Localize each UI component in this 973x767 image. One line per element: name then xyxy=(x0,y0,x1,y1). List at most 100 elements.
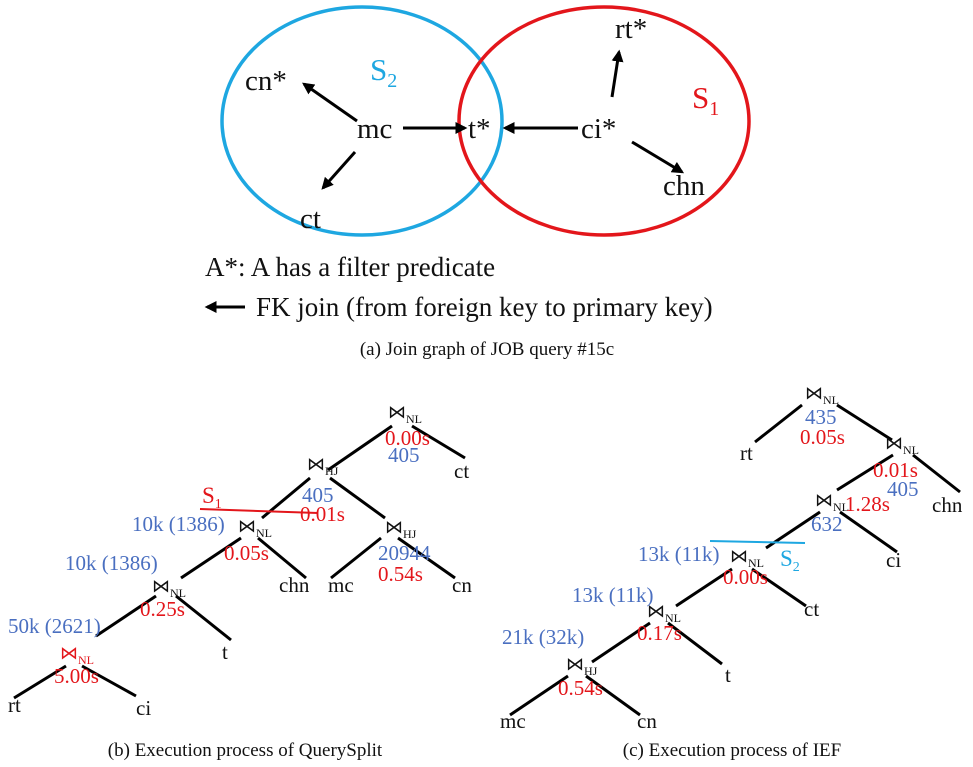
leaf-mc: mc xyxy=(328,573,354,597)
leaf-cn: cn xyxy=(637,709,657,733)
root-time: 0.00s xyxy=(385,426,430,450)
edge xyxy=(81,664,137,698)
s2-split-label: S2 xyxy=(780,546,800,575)
root-card: 435 xyxy=(805,405,837,429)
n3-time: 1.28s xyxy=(845,492,890,516)
n2-time: 0.01s xyxy=(873,458,918,482)
s1-split-label: S1 xyxy=(202,483,222,512)
leaf-ct: ct xyxy=(804,597,819,621)
hj-top-card: 405 xyxy=(302,483,334,507)
root-card: 405 xyxy=(388,443,420,467)
edge-ci-rt xyxy=(610,49,624,98)
edge-mc-ct xyxy=(321,151,357,190)
nl-mid-card: 10k (1386) xyxy=(132,512,225,536)
edge-mc-cn xyxy=(302,82,358,123)
nl-bottom-card: 50k (2621) xyxy=(8,614,101,638)
edge xyxy=(675,567,733,608)
edge xyxy=(751,567,807,608)
join-graph: cn* mc ct t* ci* rt* chn S2 S1 A*: A has… xyxy=(204,5,751,360)
n6-card: 21k (32k) xyxy=(502,625,584,649)
node-t: t* xyxy=(468,113,491,145)
s1-label: S1 xyxy=(692,80,719,120)
n4-time: 0.00s xyxy=(723,565,768,589)
n5-time: 0.17s xyxy=(637,621,682,645)
hj-right-time: 0.54s xyxy=(378,562,423,586)
s2-split-line xyxy=(709,540,806,544)
edge xyxy=(509,674,569,717)
caption-b: (b) Execution process of QuerySplit xyxy=(108,740,383,761)
join-op-n3: ⋈NL xyxy=(815,490,849,514)
n2-card: 405 xyxy=(887,477,919,501)
leaf-ct: ct xyxy=(454,459,469,483)
join-op-hj-top: ⋈HJ xyxy=(307,454,339,478)
edge xyxy=(836,403,893,442)
join-op-nl-bottom: ⋈NL xyxy=(60,643,94,667)
join-op-n4: ⋈NL xyxy=(730,546,764,570)
legend-fk: FK join (from foreign key to primary key… xyxy=(256,292,713,322)
edge xyxy=(754,403,803,444)
leaf-ci: ci xyxy=(886,548,901,572)
join-op-nl-mid: ⋈NL xyxy=(238,516,272,540)
edge xyxy=(175,594,232,642)
edge xyxy=(836,453,894,492)
edge-ci-chn xyxy=(631,140,685,174)
leaf-rt: rt xyxy=(8,693,21,717)
node-chn: chn xyxy=(663,170,705,202)
s1-split-line xyxy=(199,508,319,514)
nl-low-card: 10k (1386) xyxy=(65,551,158,575)
tree-querysplit: ⋈NL 0.00s 405 ct ⋈HJ 405 0.01s S1 10k (1… xyxy=(8,402,472,761)
n4-card: 13k (11k) xyxy=(638,542,719,566)
nl-low-time: 0.25s xyxy=(140,597,185,621)
n3-card: 632 xyxy=(811,512,843,536)
leaf-mc: mc xyxy=(500,709,526,733)
node-ci: ci* xyxy=(581,113,616,145)
n5-card: 13k (11k) xyxy=(572,583,653,607)
node-cn: cn* xyxy=(245,65,287,97)
legend-filter: A*: A has a filter predicate xyxy=(205,252,495,282)
edge xyxy=(591,621,651,664)
edge xyxy=(667,621,723,666)
caption-a: (a) Join graph of JOB query #15c xyxy=(360,339,614,360)
s1-circle xyxy=(457,5,751,237)
join-op-n6: ⋈HJ xyxy=(566,654,598,678)
node-mc: mc xyxy=(357,113,392,145)
n6-time: 0.54s xyxy=(558,676,603,700)
edge xyxy=(397,536,456,580)
join-op-n5: ⋈NL xyxy=(647,601,681,625)
root-time: 0.05s xyxy=(800,425,845,449)
nl-mid-time: 0.05s xyxy=(224,541,269,565)
join-op-root: ⋈NL xyxy=(388,402,422,426)
edge xyxy=(839,510,898,554)
leaf-chn: chn xyxy=(279,573,310,597)
edge xyxy=(180,536,242,580)
s2-circle xyxy=(220,5,504,237)
leaf-cn: cn xyxy=(452,573,472,597)
join-op-root: ⋈NL xyxy=(805,383,839,407)
edge xyxy=(95,594,157,638)
edge xyxy=(411,424,466,460)
edge xyxy=(13,664,67,700)
s2-label: S2 xyxy=(370,52,397,92)
tree-ief: ⋈NL 435 0.05s rt ⋈NL 0.01s 405 chn ⋈NL 1… xyxy=(500,383,963,761)
edge xyxy=(327,424,393,472)
edge xyxy=(329,476,386,520)
edge xyxy=(330,536,382,580)
edge xyxy=(585,674,641,717)
node-ct: ct xyxy=(300,203,321,235)
node-rt: rt* xyxy=(615,13,647,45)
edge xyxy=(257,536,307,580)
nl-bottom-time: 5.00s xyxy=(54,664,99,688)
leaf-rt: rt xyxy=(740,441,753,465)
edge xyxy=(912,453,961,494)
leaf-ci: ci xyxy=(136,696,151,720)
leaf-chn: chn xyxy=(932,493,963,517)
leaf-t: t xyxy=(725,663,731,687)
hj-right-card: 20944 xyxy=(378,541,431,565)
leaf-t: t xyxy=(222,640,228,664)
hj-top-time: 0.01s xyxy=(300,502,345,526)
join-op-nl-low: ⋈NL xyxy=(152,576,186,600)
join-op-hj-right: ⋈HJ xyxy=(385,517,417,541)
join-op-n2: ⋈NL xyxy=(885,433,919,457)
caption-c: (c) Execution process of IEF xyxy=(623,740,841,761)
